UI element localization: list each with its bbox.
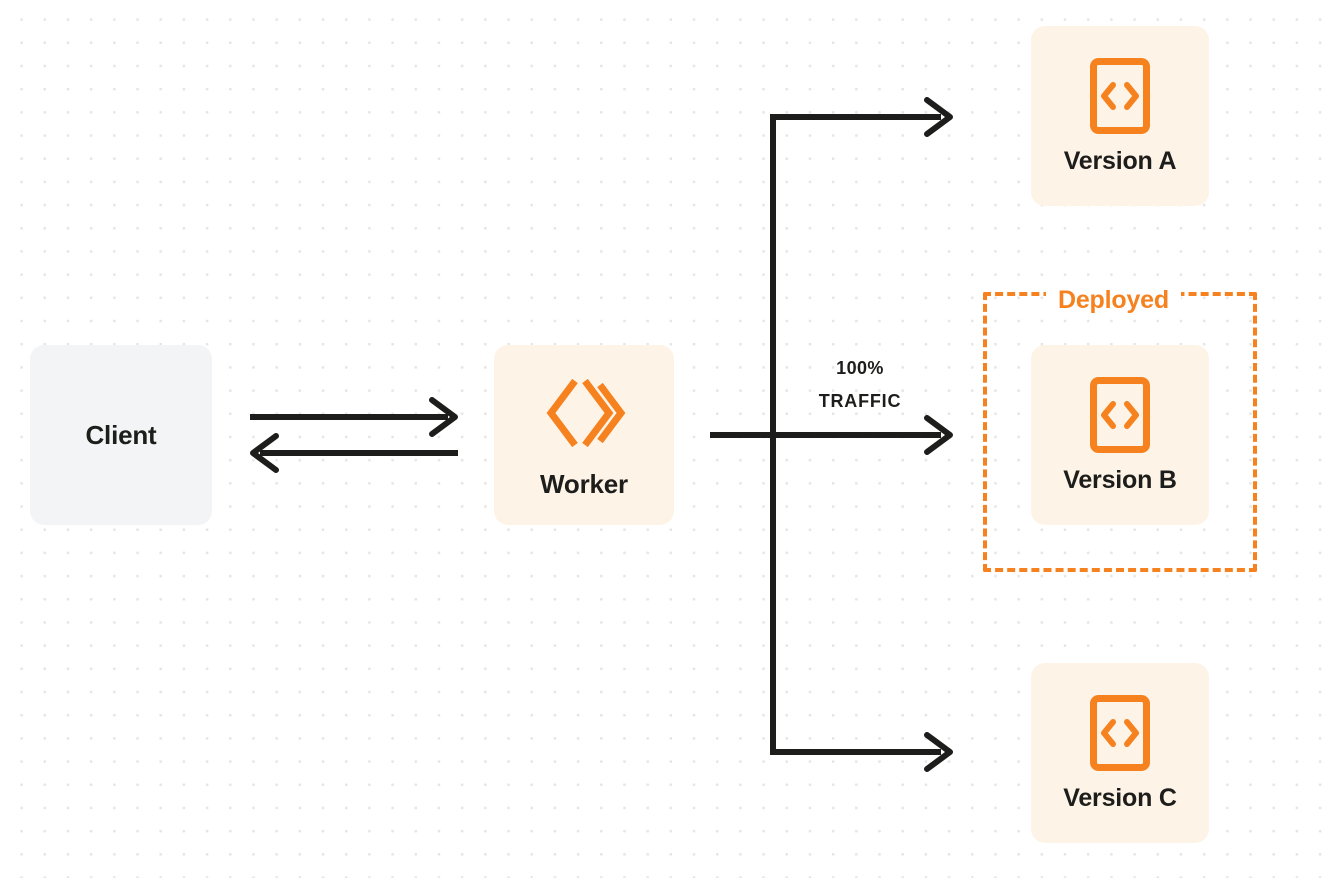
connector-worker-to-client (250, 433, 458, 473)
traffic-label: 100% TRAFFIC (795, 352, 925, 418)
connector-worker-to-version-a (770, 97, 953, 137)
cloudflare-workers-icon (542, 371, 626, 455)
node-version-a-label: Version A (1063, 146, 1177, 175)
traffic-word: TRAFFIC (818, 391, 902, 411)
connector-worker-to-version-b (710, 415, 953, 455)
traffic-percent: 100% (836, 358, 884, 378)
code-file-icon (1089, 376, 1151, 454)
code-file-icon (1089, 57, 1151, 135)
deployed-badge: Deployed (1046, 286, 1181, 314)
code-file-icon (1089, 694, 1151, 772)
node-client-label: Client (85, 419, 157, 450)
node-worker-label: Worker (540, 468, 628, 499)
node-version-b-label: Version B (1063, 465, 1177, 494)
connector-client-to-worker (250, 397, 458, 437)
connector-worker-to-version-c (770, 732, 953, 772)
node-version-c[interactable]: Version C (1031, 663, 1209, 843)
node-version-a[interactable]: Version A (1031, 26, 1209, 206)
node-client[interactable]: Client (30, 345, 212, 525)
node-version-b[interactable]: Version B (1031, 345, 1209, 525)
node-version-c-label: Version C (1063, 783, 1177, 812)
node-worker[interactable]: Worker (494, 345, 674, 525)
